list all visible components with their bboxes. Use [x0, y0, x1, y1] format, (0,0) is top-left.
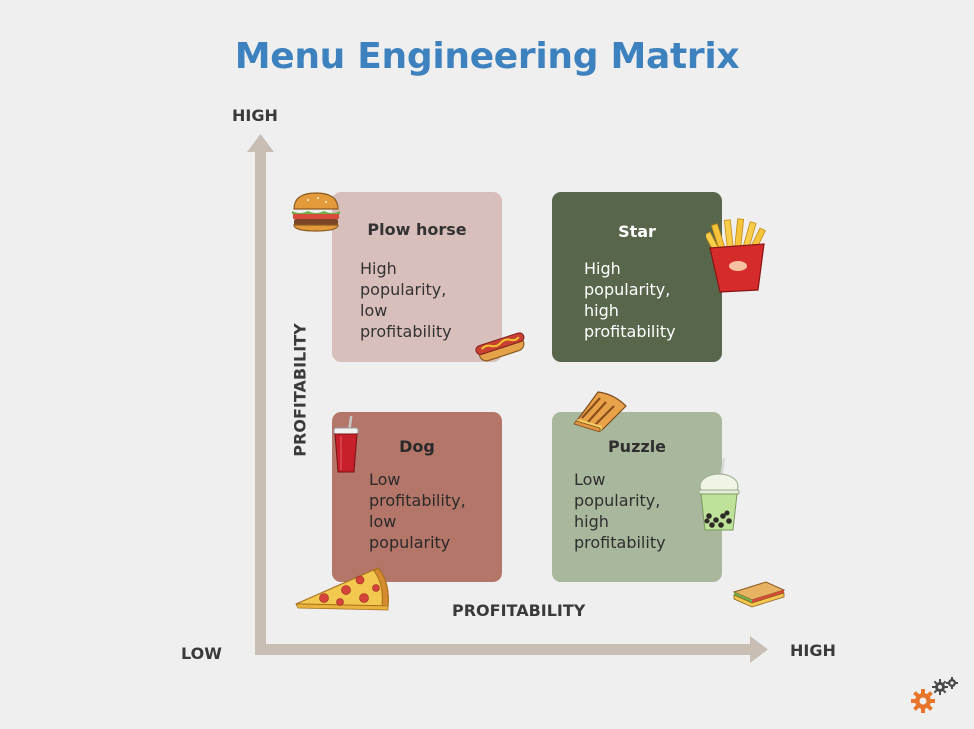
x-axis-title: PROFITABILITY: [452, 601, 586, 620]
hotdog-icon: [475, 332, 525, 362]
y-axis-line: [255, 150, 266, 655]
quadrant-description: High popularity, high profitability: [584, 259, 676, 341]
quadrant-description: Low popularity, high profitability: [574, 470, 666, 552]
x-axis-line: [255, 644, 753, 655]
x-axis-high-label: HIGH: [790, 641, 836, 660]
quadrant-puzzle: Puzzle Low popularity, high profitabilit…: [552, 412, 722, 582]
quadrant-description: Low profitability, low popularity: [369, 470, 466, 552]
bubble-tea-icon: [698, 458, 740, 531]
quadrant-description: High popularity, low profitability: [360, 259, 452, 341]
quadrant-star: Star High popularity, high profitability: [552, 192, 722, 362]
y-axis-high-label: HIGH: [232, 106, 278, 125]
grilled-sandwich-icon: [573, 391, 627, 432]
gears-logo-icon: [911, 677, 958, 713]
y-axis-title: PROFITABILITY: [290, 323, 310, 457]
quadrant-title: Puzzle: [607, 437, 667, 456]
page-title: Menu Engineering Matrix: [234, 36, 740, 77]
fries-icon: [706, 218, 766, 293]
quadrant-plow-horse: Plow horse High popularity, low profitab…: [332, 192, 502, 362]
quadrant-title: Dog: [399, 437, 435, 456]
x-axis-arrow: [750, 636, 768, 663]
quadrant-title: Star: [618, 222, 656, 241]
burger-icon: [292, 192, 340, 232]
sandwich-icon: [732, 581, 786, 608]
pizza-slice-icon: [295, 567, 389, 611]
soda-cup-icon: [333, 416, 359, 473]
y-axis-arrow: [247, 134, 274, 152]
x-axis-low-label: LOW: [181, 644, 222, 663]
quadrant-dog: Dog Low profitability, low popularity: [332, 412, 502, 582]
quadrant-title: Plow horse: [367, 220, 467, 239]
